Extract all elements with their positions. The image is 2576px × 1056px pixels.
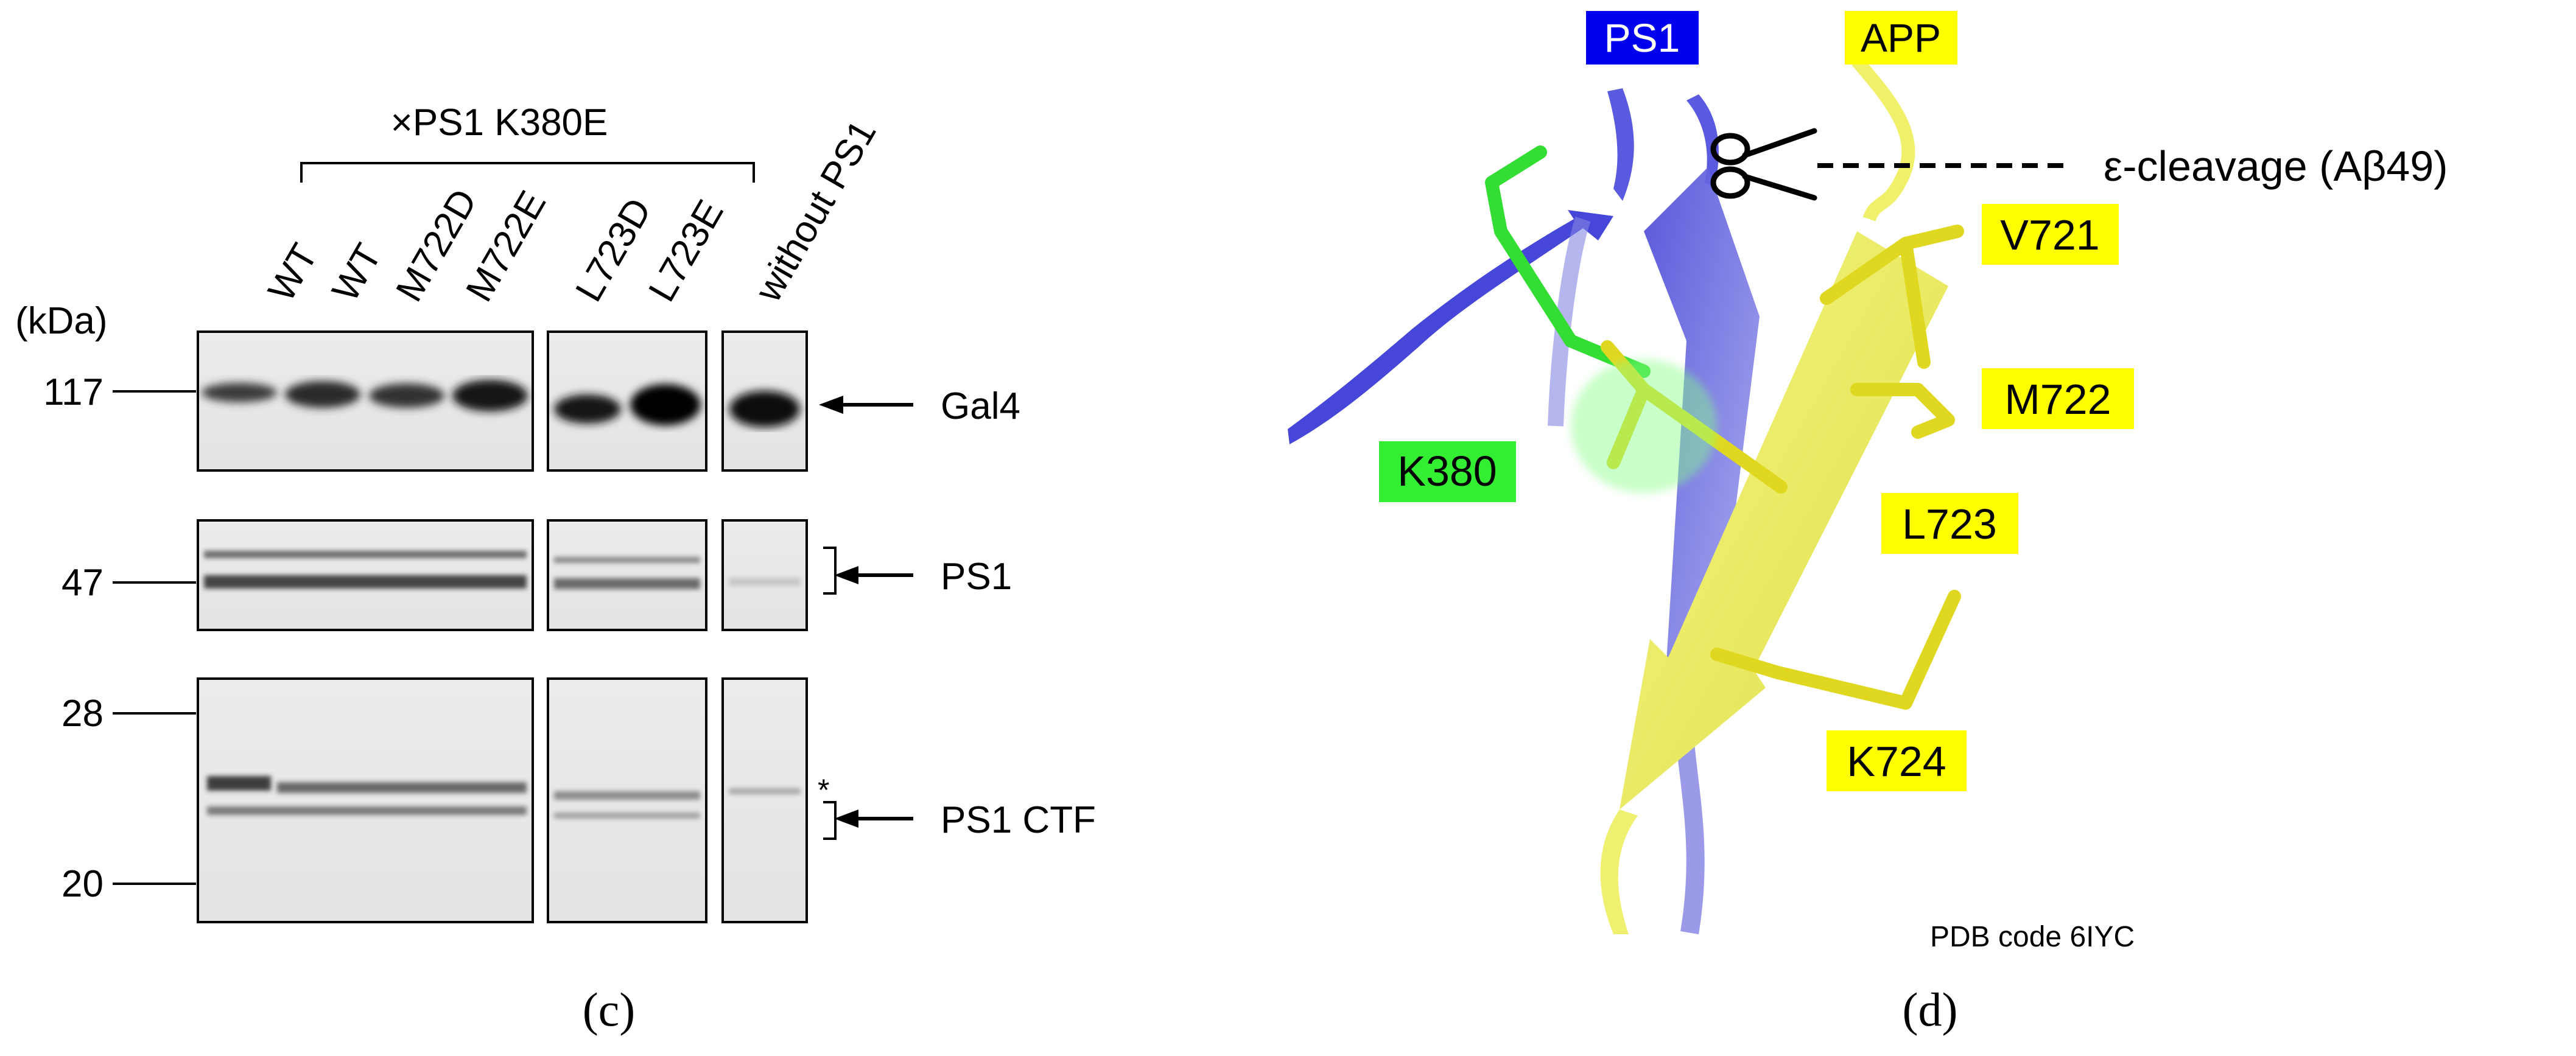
blot-ps1-ctf [197, 677, 808, 923]
panel-d: PS1 APP K380 V721 M722 L723 K724 [1288, 11, 2448, 1036]
k380-highlight [1571, 359, 1717, 493]
marker-label: 47 [61, 562, 104, 604]
chain-label-app: APP [1845, 11, 1957, 65]
band-label: Gal4 [941, 385, 1020, 427]
band-label: PS1 [941, 556, 1012, 598]
scissors-icon [1710, 128, 1817, 201]
blot-ps1 [197, 519, 808, 631]
cleavage-label: ε-cleavage (Aβ49) [2104, 142, 2448, 190]
ps1-ribbon [1288, 88, 1760, 934]
band-label: PS1 CTF [941, 799, 1096, 841]
svg-text:K380: K380 [1397, 447, 1497, 495]
pdb-code: PDB code 6IYC [1930, 921, 2135, 953]
svg-text:PS1: PS1 [1604, 15, 1680, 60]
svg-text:APP: APP [1861, 15, 1941, 60]
svg-text:L723: L723 [1902, 500, 1997, 548]
panel-c: ×PS1 K380E WT WT M722D M722E L723D L723E… [15, 102, 1096, 1036]
chain-label-ps1: PS1 [1586, 11, 1699, 65]
residue-label-k380: K380 [1379, 441, 1516, 502]
blot-gal4 [197, 330, 808, 472]
svg-text:M722: M722 [2004, 376, 2111, 423]
group-bracket [300, 162, 755, 183]
marker-label: 20 [61, 863, 104, 905]
marker-label: 117 [43, 371, 104, 413]
svg-text:V721: V721 [2000, 211, 2099, 259]
lane-label: WT [324, 237, 390, 309]
band-annotations: Gal4 PS1 * PS1 CTF [818, 385, 1096, 841]
lane-label: WT [260, 237, 326, 309]
residue-label-app: V721 M722 L723 K724 [1827, 204, 2134, 791]
group-label: ×PS1 K380E [391, 102, 608, 144]
svg-text:K724: K724 [1847, 738, 1946, 785]
lane-label: without PS1 [747, 113, 885, 309]
panel-letter: (d) [1903, 983, 1958, 1036]
kda-label: (kDa) [15, 300, 108, 342]
asterisk: * [818, 773, 829, 807]
panel-letter: (c) [583, 983, 636, 1036]
marker-label: 28 [61, 693, 104, 735]
mw-markers: 117 47 28 20 [43, 371, 196, 905]
